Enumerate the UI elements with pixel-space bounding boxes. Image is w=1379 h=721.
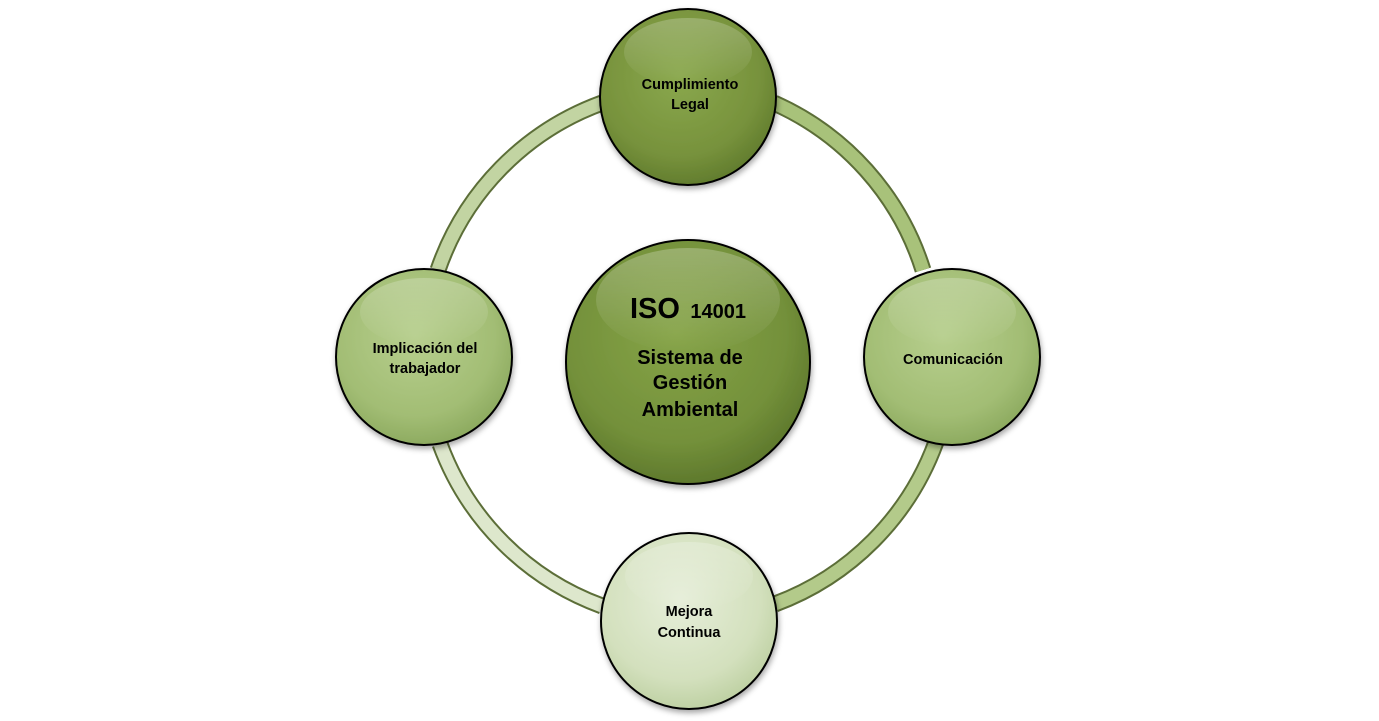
node-left-label-line-2: trabajador	[390, 361, 461, 377]
center-subtitle-line-1: Sistema de	[637, 347, 743, 369]
node-top-label-line-2: Legal	[671, 97, 709, 113]
node-bottom	[600, 532, 778, 710]
arc-left-top	[429, 95, 605, 273]
node-top	[599, 8, 777, 186]
node-bottom-label-line-2: Continua	[658, 625, 722, 641]
connector-ring	[429, 95, 944, 614]
node-left	[335, 268, 513, 446]
arc-right-bottom-fill	[772, 439, 943, 611]
node-left-label-line-1: Implicación del	[373, 341, 478, 357]
arc-right-bottom	[772, 439, 944, 612]
center-title: ISO 14001	[630, 293, 746, 325]
node-right	[863, 268, 1041, 446]
node-top-label-line-1: Cumplimiento	[642, 77, 739, 93]
arc-bottom-left-fill	[433, 441, 605, 613]
node-bottom-label-line-1: Mejora	[666, 604, 714, 620]
node-right-label-line-1: Comunicación	[903, 352, 1003, 368]
arc-left-top-fill	[431, 96, 605, 273]
arc-top-right	[770, 95, 932, 273]
arc-top-right-fill	[771, 97, 930, 272]
arc-bottom-left	[432, 441, 605, 614]
center-subtitle-line-2: Gestión	[653, 372, 727, 394]
center-node	[565, 239, 811, 485]
center-subtitle-line-3: Ambiental	[642, 399, 739, 421]
